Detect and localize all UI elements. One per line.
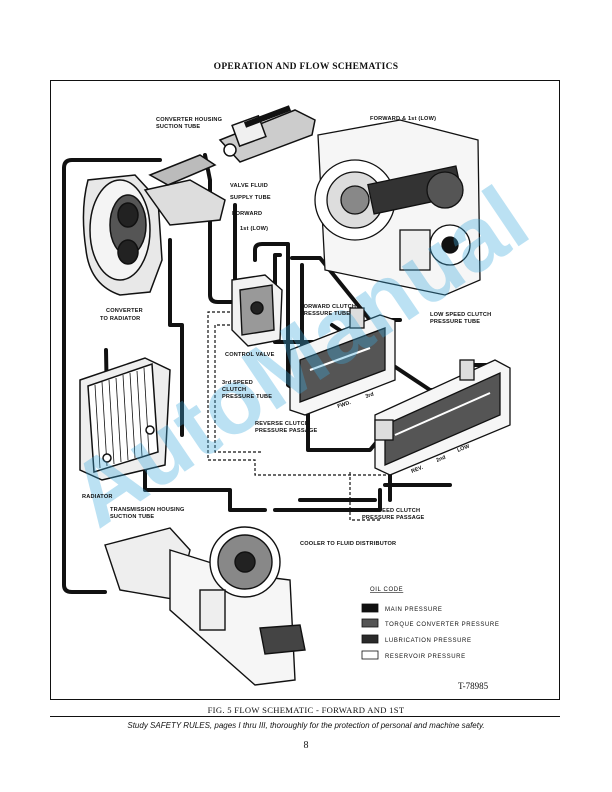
label-second-speed-clutch-1: 2nd SPEED CLUTCH [362,508,420,514]
label-cooler: COOLER TO FLUID DISTRIBUTOR [300,541,396,547]
legend-label-torque: TORQUE CONVERTER PRESSURE [385,622,499,628]
label-first-low: 1st (LOW) [240,226,268,232]
legend-swatch-torque [361,618,379,628]
label-reverse-clutch-2: PRESSURE PASSAGE [255,428,318,434]
legend-swatch-reservoir [361,650,379,660]
figure-caption: FIG. 5 FLOW SCHEMATIC - FORWARD AND 1ST [207,705,405,715]
label-second: 2nd [436,455,447,464]
label-converter-radiator-2: TO RADIATOR [100,316,140,322]
legend-swatch-main [361,603,379,613]
control-valve-body [231,274,283,347]
legend-swatch-lubrication [361,634,379,644]
label-second-speed-clutch-2: PRESSURE PASSAGE [362,515,425,521]
label-valve-fluid-2: SUPPLY TUBE [230,195,271,201]
oil-code-legend: OIL CODE MAIN PRESSURE TORQUE CONVERTER … [361,587,499,660]
page-header: OPERATION AND FLOW SCHEMATICS [213,62,399,72]
flow-schematic-figure: AutoManual CONVERTER HOUSING SUCTION TUB… [52,105,546,691]
label-valve-fluid-1: VALVE FLUID [230,183,268,189]
legend-label-lubrication: LUBRICATION PRESSURE [385,638,472,644]
page-number: 8 [303,740,309,751]
transmission-unit [314,119,481,296]
label-low: LOW [457,443,472,454]
label-reverse-clutch-1: REVERSE CLUTCH [255,421,309,427]
clutch-pack-forward [289,307,396,416]
reservoir-lines [207,311,390,521]
label-low-speed-clutch-2: PRESSURE TUBE [430,319,480,325]
label-low-speed-clutch-1: LOW SPEED CLUTCH [430,312,491,318]
torque-converter [82,154,226,296]
label-third: 3rd [365,392,375,400]
oil-code-title: OIL CODE [370,587,403,593]
label-third-speed-2: CLUTCH [222,387,246,393]
label-control-valve: CONTROL VALVE [225,352,275,358]
label-forward: FORWARD [232,211,262,217]
transmission-housing-pump [104,526,306,686]
radiator-core [79,357,171,481]
figure-ref-number: T-78985 [458,681,489,691]
caption-rule [50,716,560,717]
figure-frame [50,80,560,700]
label-radiator: RADIATOR [82,494,113,500]
label-third-speed-1: 3rd SPEED [222,380,253,386]
label-fwd: FWD. [337,400,352,410]
label-rev: REV. [411,465,425,475]
valve-supply-assembly [218,105,316,163]
label-forward-low: FORWARD & 1st (LOW) [370,116,436,122]
legend-label-reservoir: RESERVOIR PRESSURE [385,654,466,660]
label-forward-clutch-2: PRESSURE TUBE [300,311,350,317]
label-third-speed-3: PRESSURE TUBE [222,394,272,400]
label-transmission-housing-2: SUCTION TUBE [110,514,154,520]
clutch-pack-reverse [374,359,511,476]
label-converter-housing-2: SUCTION TUBE [156,124,200,130]
legend-label-main: MAIN PRESSURE [385,607,442,613]
label-forward-clutch-1: FORWARD CLUTCH [300,304,356,310]
schematic-illustration [62,105,511,686]
label-transmission-housing-1: TRANSMISSION HOUSING [110,507,185,513]
label-converter-housing-1: CONVERTER HOUSING [156,117,222,123]
safety-note: Study SAFETY RULES, pages I thru III, th… [127,721,485,730]
label-converter-radiator-1: CONVERTER [106,308,143,314]
